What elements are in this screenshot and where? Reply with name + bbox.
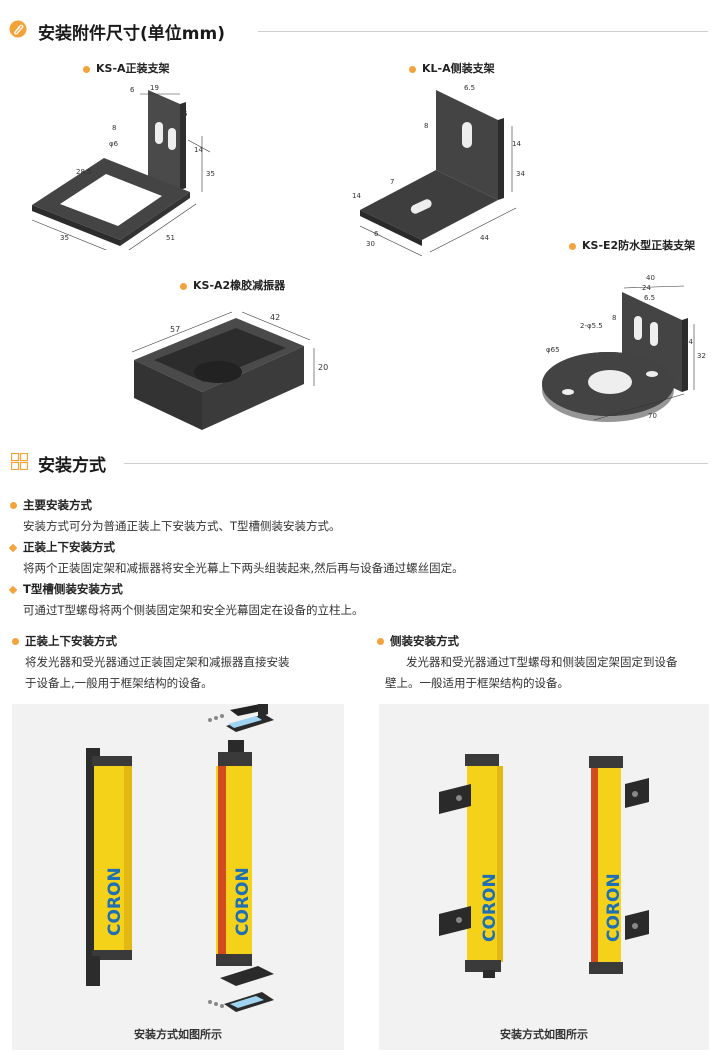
svg-text:φ65: φ65 [546, 346, 560, 354]
svg-text:14: 14 [684, 338, 693, 346]
tslot-method-text: 可通过T型螺母将两个侧装固定架和安全光幕固定在设备的立柱上。 [23, 603, 364, 617]
right-column-head: 侧装安装方式 [377, 633, 459, 649]
svg-text:28.5: 28.5 [76, 168, 92, 176]
svg-text:44: 44 [480, 234, 489, 242]
main-method-text: 安装方式可分为普通正装上下安装方式、T型槽侧装安装方式。 [23, 519, 341, 533]
ksa-bracket-drawing: 6 19 6 8 φ6 14 35 28.5 35 51 [31, 84, 215, 250]
svg-text:57: 57 [170, 325, 180, 334]
svg-text:35: 35 [206, 170, 215, 178]
bullet-dot-icon [409, 65, 416, 73]
svg-text:14: 14 [194, 146, 203, 154]
svg-text:14: 14 [352, 192, 361, 200]
svg-text:42: 42 [270, 313, 280, 322]
brand-text-left: CORON [480, 873, 500, 942]
kla-bracket-drawing: 6.5 8 14 34 14 7 6 30 44 [352, 84, 525, 257]
bullet-dot-icon [377, 638, 384, 645]
svg-text:19: 19 [150, 84, 159, 92]
left-column-line2: 于设备上,一般用于框架结构的设备。 [25, 676, 213, 690]
svg-text:24: 24 [642, 284, 651, 292]
svg-text:51: 51 [166, 234, 175, 242]
ke2-label: KS-E2防水型正装支架 [569, 237, 695, 253]
bullet-dot-icon [83, 65, 90, 73]
bullet-diamond-icon [8, 543, 18, 552]
section-title-accessories: 安装附件尺寸(单位mm) [38, 24, 225, 44]
tslot-method-head: T型槽侧装安装方式 [8, 581, 123, 597]
svg-text:6.5: 6.5 [464, 84, 475, 92]
svg-text:7: 7 [390, 178, 394, 186]
svg-text:6: 6 [183, 110, 188, 118]
svg-text:32: 32 [697, 352, 706, 360]
svg-text:8: 8 [424, 122, 428, 130]
paperclip-icon [9, 20, 27, 38]
svg-text:8: 8 [612, 314, 616, 322]
ksa2-damper-drawing: 57 42 20 [131, 311, 328, 430]
svg-text:φ6: φ6 [109, 140, 119, 148]
brand-text-right: CORON [233, 867, 253, 936]
svg-text:6: 6 [374, 230, 379, 238]
bullet-dot-icon [569, 242, 576, 250]
side-install-illustration: CORON CORON [439, 754, 649, 978]
svg-text:2-φ5.5: 2-φ5.5 [580, 322, 603, 330]
right-panel-caption: 安装方式如图所示 [500, 1028, 588, 1041]
updown-method-head: 正装上下安装方式 [8, 539, 115, 555]
svg-text:6.5: 6.5 [644, 294, 655, 302]
svg-text:34: 34 [516, 170, 525, 178]
left-column-line1: 将发光器和受光器通过正装固定架和减振器直接安装 [25, 655, 290, 669]
grid-icon [11, 453, 28, 470]
main-method-head: 主要安装方式 [10, 497, 92, 513]
left-column-head: 正装上下安装方式 [12, 633, 117, 649]
svg-text:30: 30 [366, 240, 375, 248]
ksa-label: KS-A正装支架 [83, 60, 170, 76]
svg-text:35: 35 [60, 234, 69, 242]
right-column-line1: 发光器和受光器通过T型螺母和侧装固定架固定到设备 [406, 655, 678, 669]
svg-text:8: 8 [112, 124, 116, 132]
section-title-install: 安装方式 [38, 456, 106, 476]
kla-label: KL-A侧装支架 [409, 60, 495, 76]
left-panel-caption: 安装方式如图所示 [134, 1028, 222, 1041]
right-column-line2: 壁上。一般适用于框架结构的设备。 [385, 676, 569, 690]
svg-text:20: 20 [318, 363, 328, 372]
svg-text:40: 40 [646, 274, 655, 282]
updown-install-illustration: CORON CORON [86, 704, 274, 1012]
brand-text-left: CORON [105, 867, 125, 936]
side-install-panel: CORON CORON 安装方式如图所示 [379, 704, 709, 1050]
updown-install-panel: CORON CORON 安装方式如图所示 [12, 704, 344, 1050]
bullet-dot-icon [12, 638, 19, 645]
brand-text-right: CORON [604, 873, 624, 942]
bullet-diamond-icon [8, 585, 18, 594]
svg-text:6: 6 [130, 86, 135, 94]
bullet-dot-icon [180, 282, 187, 290]
ksa2-label: KS-A2橡胶减振器 [180, 277, 285, 293]
section-divider [258, 31, 708, 32]
svg-text:70: 70 [648, 412, 657, 420]
ke2-bracket-drawing: 40 24 6.5 8 2-φ5.5 14 32 φ65 70 [542, 274, 706, 422]
updown-method-text: 将两个正装固定架和减振器将安全光幕上下两头组装起来,然后再与设备通过螺丝固定。 [23, 561, 464, 575]
section-divider [124, 463, 708, 464]
bullet-dot-icon [10, 502, 17, 509]
svg-text:14: 14 [512, 140, 521, 148]
